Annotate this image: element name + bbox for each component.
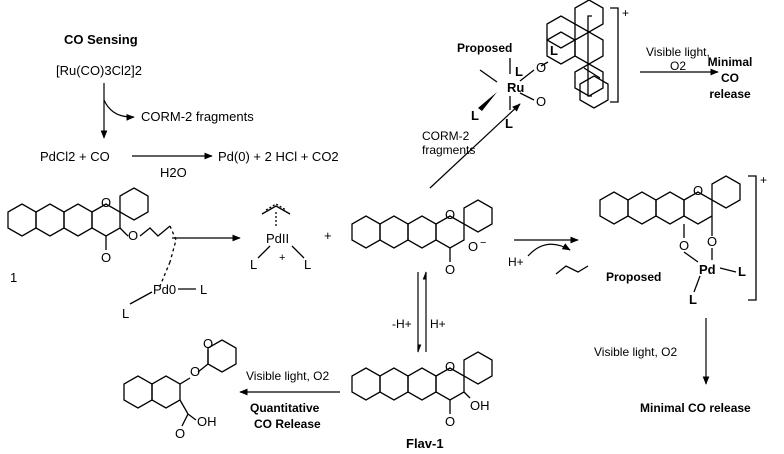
flavonolate-structure: [351, 199, 493, 262]
ru-result-line1: Minimal: [708, 55, 753, 69]
c1-pd0: Pd0: [153, 282, 176, 297]
pd-arrow-label: Visible light, O2: [594, 345, 677, 359]
product-ester-o: O: [190, 364, 200, 379]
product-structure: [123, 339, 237, 427]
ru-complex-structure: [478, 0, 609, 111]
pd-ii-charge: +: [279, 252, 285, 264]
pd-ligand-bottom: L: [689, 292, 697, 307]
corm-fragments-label: CORM-2 fragments: [141, 109, 254, 124]
fragment-release-arrow: [103, 99, 135, 121]
c1-carbonyl-o: O: [101, 250, 111, 265]
ru-ligand-top: L: [550, 43, 558, 58]
h-plus-label: H+: [508, 255, 524, 269]
propene-structure: [555, 265, 589, 275]
water-condition: H2O: [160, 165, 187, 180]
product-acid-o: O: [175, 426, 185, 441]
ru-o-top: O: [536, 60, 546, 75]
pd-complex-structure: [599, 175, 741, 293]
pd-result: Minimal CO release: [640, 401, 751, 415]
ru-complex-bracket: [610, 7, 619, 103]
compound-1-label: 1: [10, 270, 17, 285]
product-result-line2: CO Release: [254, 417, 321, 431]
flav1-carbonyl-o: O: [445, 414, 455, 429]
product-acid-oh: OH: [197, 414, 217, 429]
flav1-structure: [351, 351, 493, 414]
ru-ligand-left-up: L: [515, 64, 523, 79]
ru-o-bottom: O: [536, 94, 546, 109]
plus-h-label: H+: [430, 317, 446, 331]
flavonolate-oxide-o: O: [468, 239, 478, 254]
pd-ring-o: O: [693, 183, 703, 198]
ru-result-line3: release: [709, 87, 751, 101]
ru-ligand-left-down: L: [471, 108, 479, 123]
corm-arrow-line2: fragments: [422, 143, 475, 157]
pd-proposed-label: Proposed: [606, 270, 661, 284]
ru-result-line2: CO: [721, 71, 739, 85]
propene-release-arrow: [527, 243, 571, 257]
flavonolate-carbonyl-o: O: [445, 262, 455, 277]
pd-complex-charge: +: [760, 173, 767, 187]
pdcl2-co-reactants: PdCl2 + CO: [40, 149, 110, 164]
ru-metal: Ru: [507, 80, 524, 95]
pd-products: Pd(0) + 2 HCl + CO2: [218, 149, 339, 164]
pd-complex-bracket: [748, 175, 757, 301]
c1-ligand-left: L: [122, 306, 129, 321]
corm-arrow-line1: CORM-2: [422, 129, 470, 143]
ru-reagent-label: [Ru(CO)3Cl2]2: [56, 63, 142, 78]
plus-sign: +: [324, 228, 332, 243]
flav1-label: Flav-1: [406, 436, 444, 451]
pd-metal: Pd: [699, 262, 716, 277]
c1-ligand-right: L: [200, 282, 207, 297]
corm-arrow: [429, 103, 521, 189]
minus-h-label: -H+: [392, 317, 412, 331]
pd-ligand-right: L: [738, 264, 746, 279]
co-sensing-title: CO Sensing: [64, 32, 138, 47]
product-result-line1: Quantitative: [250, 401, 320, 415]
ru-ligand-bottom: L: [505, 116, 513, 131]
ru-complex-charge: +: [622, 6, 629, 20]
flavonolate-ring-o: O: [445, 207, 455, 222]
pd-ii-ligand-left: L: [250, 257, 257, 272]
product-ester-carbonyl-o: O: [203, 336, 213, 351]
ru-proposed-label: Proposed: [457, 41, 512, 55]
compound-1-structure: [7, 187, 196, 305]
ru-arrow-label-line2: O2: [670, 59, 686, 73]
pd-ii-ligand-right: L: [304, 257, 311, 272]
pd-oxide-o: O: [707, 234, 717, 249]
flav1-hydroxyl: OH: [470, 398, 490, 413]
pd-carbonyl-o: O: [679, 238, 689, 253]
pd-ii-label: PdII: [266, 231, 289, 246]
c1-ring-o: O: [101, 195, 111, 210]
ru-arrow-label-line1: Visible light,: [646, 45, 710, 59]
flavonolate-charge: −: [480, 237, 486, 249]
flav1-ring-o: O: [445, 359, 455, 374]
c1-ether-o: O: [128, 228, 138, 243]
allyl-pd-structure: [257, 203, 305, 259]
product-arrow-label: Visible light, O2: [246, 369, 329, 383]
